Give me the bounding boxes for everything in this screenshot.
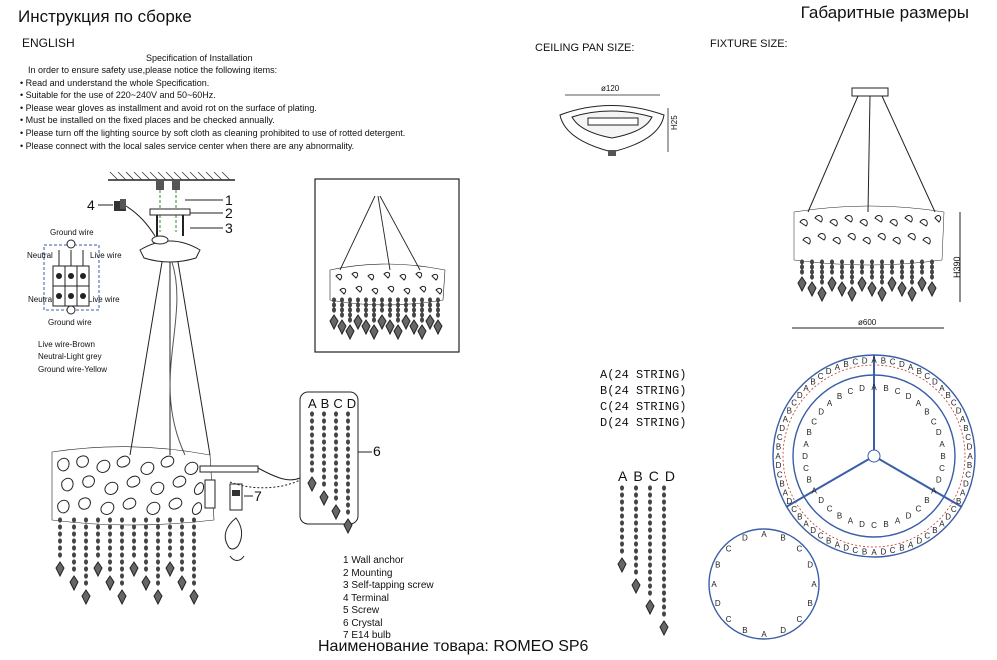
wire-color-legend: Live wire-Brown Neutral-Light grey Groun… <box>38 339 107 376</box>
spec-line: • Please turn off the lighting source by… <box>20 127 406 138</box>
spec-line: • Suitable for the use of 220~240V and 5… <box>20 90 216 101</box>
part-item: 7 E14 bulb <box>343 630 391 641</box>
part-item: 6 Crystal <box>343 617 383 629</box>
callout-1: 1 <box>225 192 233 208</box>
crystal-detail-letters: ABCD <box>308 396 360 411</box>
spec-line: • Read and understand the whole Specific… <box>20 77 210 88</box>
string-count-d: D(24 STRING) <box>600 416 687 430</box>
letter-c: C <box>648 468 665 484</box>
live-top-label: Live wire <box>90 251 122 260</box>
inset-chandelier <box>329 195 446 306</box>
neutral-top-label: Neutral <box>27 251 53 260</box>
ceiling-pan-drawing <box>559 94 669 156</box>
ground-wire-bottom-label: Ground wire <box>48 318 92 327</box>
fixture-size-title: FIXTURE SIZE: <box>710 38 788 50</box>
letter-c: C <box>333 396 347 411</box>
callout-3: 3 <box>225 220 233 236</box>
spec-line: • Must be installed on the fixed places … <box>20 115 275 126</box>
ring-plan-diagram <box>772 354 976 558</box>
product-name: Наименование товара: ROMEO SP6 <box>318 638 589 655</box>
ceiling-hatch <box>108 171 235 181</box>
string-letters-right: ABCD <box>618 468 681 484</box>
ground-wire-top-label: Ground wire <box>50 228 94 237</box>
live-bottom-label: Live wire <box>88 295 120 304</box>
letter-b: B <box>633 468 649 484</box>
spec-list: In order to ensure safety use,please not… <box>20 64 405 152</box>
letter-a: A <box>308 396 321 411</box>
string-count-c: C(24 STRING) <box>600 400 687 414</box>
string-count-b: B(24 STRING) <box>600 384 687 398</box>
fixture-height-label: H390 <box>952 256 962 278</box>
part-item: 3 Self-tapping screw <box>343 580 434 591</box>
spec-line: • Please connect with the local sales se… <box>20 140 355 151</box>
fixture-drawing <box>792 87 961 329</box>
small-ring <box>708 528 820 640</box>
letter-b: B <box>320 396 334 411</box>
bulb-socket-detail <box>199 465 259 561</box>
part-item: 4 Terminal <box>343 592 389 604</box>
callout-7: 7 <box>254 488 262 504</box>
instructions-title: Инструкция по сборке <box>18 7 192 26</box>
letter-d: D <box>664 468 681 484</box>
callout-4: 4 <box>87 197 95 213</box>
part-item: 2 Mounting <box>343 567 393 579</box>
callout-6: 6 <box>373 443 381 459</box>
spec-line: In order to ensure safety use,please not… <box>28 65 278 75</box>
dimensions-title: Габаритные размеры <box>800 3 969 22</box>
neutral-bottom-label: Neutral <box>28 295 54 304</box>
spec-heading: Specification of Installation <box>146 53 253 63</box>
legend-neutral: Neutral-Light grey <box>38 351 102 361</box>
legend-ground: Ground wire-Yellow <box>38 365 108 374</box>
string-count-a: A(24 STRING) <box>600 368 687 382</box>
parts-list: 1 Wall anchor 2 Mounting 3 Self-tapping … <box>343 555 434 643</box>
legend-live: Live wire-Brown <box>38 340 95 349</box>
letter-d: D <box>346 396 361 411</box>
string-count-list: A(24 STRING) B(24 STRING) C(24 STRING) D… <box>600 367 686 431</box>
chandelier-body <box>51 446 215 526</box>
wiring-terminal <box>52 239 90 315</box>
callout-2: 2 <box>225 205 233 221</box>
pan-height-label: H25 <box>670 115 679 130</box>
language-label: ENGLISH <box>22 36 75 50</box>
fixture-diameter-label: ø600 <box>858 318 877 327</box>
ceiling-pan-title: CEILING PAN SIZE: <box>535 42 635 54</box>
letter-a: A <box>618 468 634 484</box>
terminal-block <box>114 199 126 211</box>
part-item: 1 Wall anchor <box>343 555 404 566</box>
spec-line: • Please wear gloves as installment and … <box>20 102 317 113</box>
part-item: 5 Screw <box>343 605 380 616</box>
pan-diameter-label: ø120 <box>601 84 620 93</box>
